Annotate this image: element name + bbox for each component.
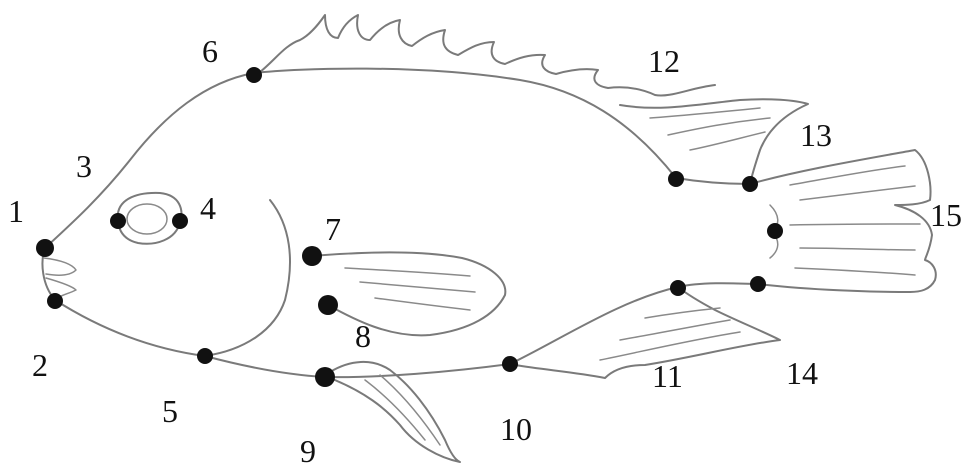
caudal-ray-2 [800, 186, 915, 200]
peduncle-upper [676, 178, 750, 184]
landmark-label-3: 3 [76, 148, 92, 184]
landmark-dot-14 [750, 276, 766, 292]
landmark-label-9: 9 [300, 433, 316, 465]
landmark-dot-1 [36, 239, 54, 257]
pelvic-ray-2 [380, 375, 440, 445]
landmark-label-10: 10 [500, 411, 532, 447]
anal-ray-1 [600, 332, 740, 360]
landmark-dot-2 [47, 293, 63, 309]
caudal-ray-5 [795, 268, 915, 275]
soft-dorsal-ray-2 [668, 118, 770, 135]
landmark-dot-3 [110, 213, 126, 229]
landmark-label-7: 7 [325, 211, 341, 247]
dorsal-profile [45, 69, 676, 248]
landmark-dot-13 [742, 176, 758, 192]
landmark-label-14: 14 [786, 355, 818, 391]
landmark-label-12: 12 [648, 43, 680, 79]
landmark-label-6: 6 [202, 33, 218, 69]
landmark-label-1: 1 [8, 193, 24, 229]
dorsal-fin-spines [260, 15, 715, 96]
anal-ray-3 [645, 308, 720, 318]
pectoral-ray-2 [360, 282, 475, 292]
landmark-label-5: 5 [162, 393, 178, 429]
soft-dorsal-ray-3 [690, 132, 765, 150]
landmark-label-15: 15 [930, 197, 962, 233]
landmark-dot-4 [172, 213, 188, 229]
operculum [205, 200, 290, 356]
caudal-ray-3 [790, 224, 920, 225]
peduncle-lower [678, 283, 758, 287]
landmark-label-2: 2 [32, 347, 48, 383]
landmark-dot-9 [315, 367, 335, 387]
landmark-dot-11 [670, 280, 686, 296]
landmark-dot-6 [246, 67, 262, 83]
landmark-label-8: 8 [355, 318, 371, 354]
landmark-dot-10 [502, 356, 518, 372]
landmark-dot-15 [767, 223, 783, 239]
pectoral-ray-1 [345, 268, 470, 276]
soft-dorsal-ray-1 [650, 108, 760, 118]
caudal-ray-4 [800, 248, 915, 250]
caudal-ray-1 [790, 166, 905, 185]
landmark-dot-8 [318, 295, 338, 315]
landmark-dot-7 [302, 246, 322, 266]
landmark-label-13: 13 [800, 117, 832, 153]
landmark-dots [36, 67, 783, 387]
landmark-labels: 1 2 3 4 5 6 7 8 9 10 11 12 13 14 15 [8, 33, 962, 465]
upper-lip [44, 258, 76, 275]
pectoral-ray-3 [375, 298, 470, 310]
pectoral-fin [312, 253, 505, 336]
landmark-dot-12 [668, 171, 684, 187]
landmark-label-11: 11 [652, 358, 683, 394]
eye-pupil [127, 204, 167, 234]
landmark-label-4: 4 [200, 190, 216, 226]
landmark-dot-5 [197, 348, 213, 364]
